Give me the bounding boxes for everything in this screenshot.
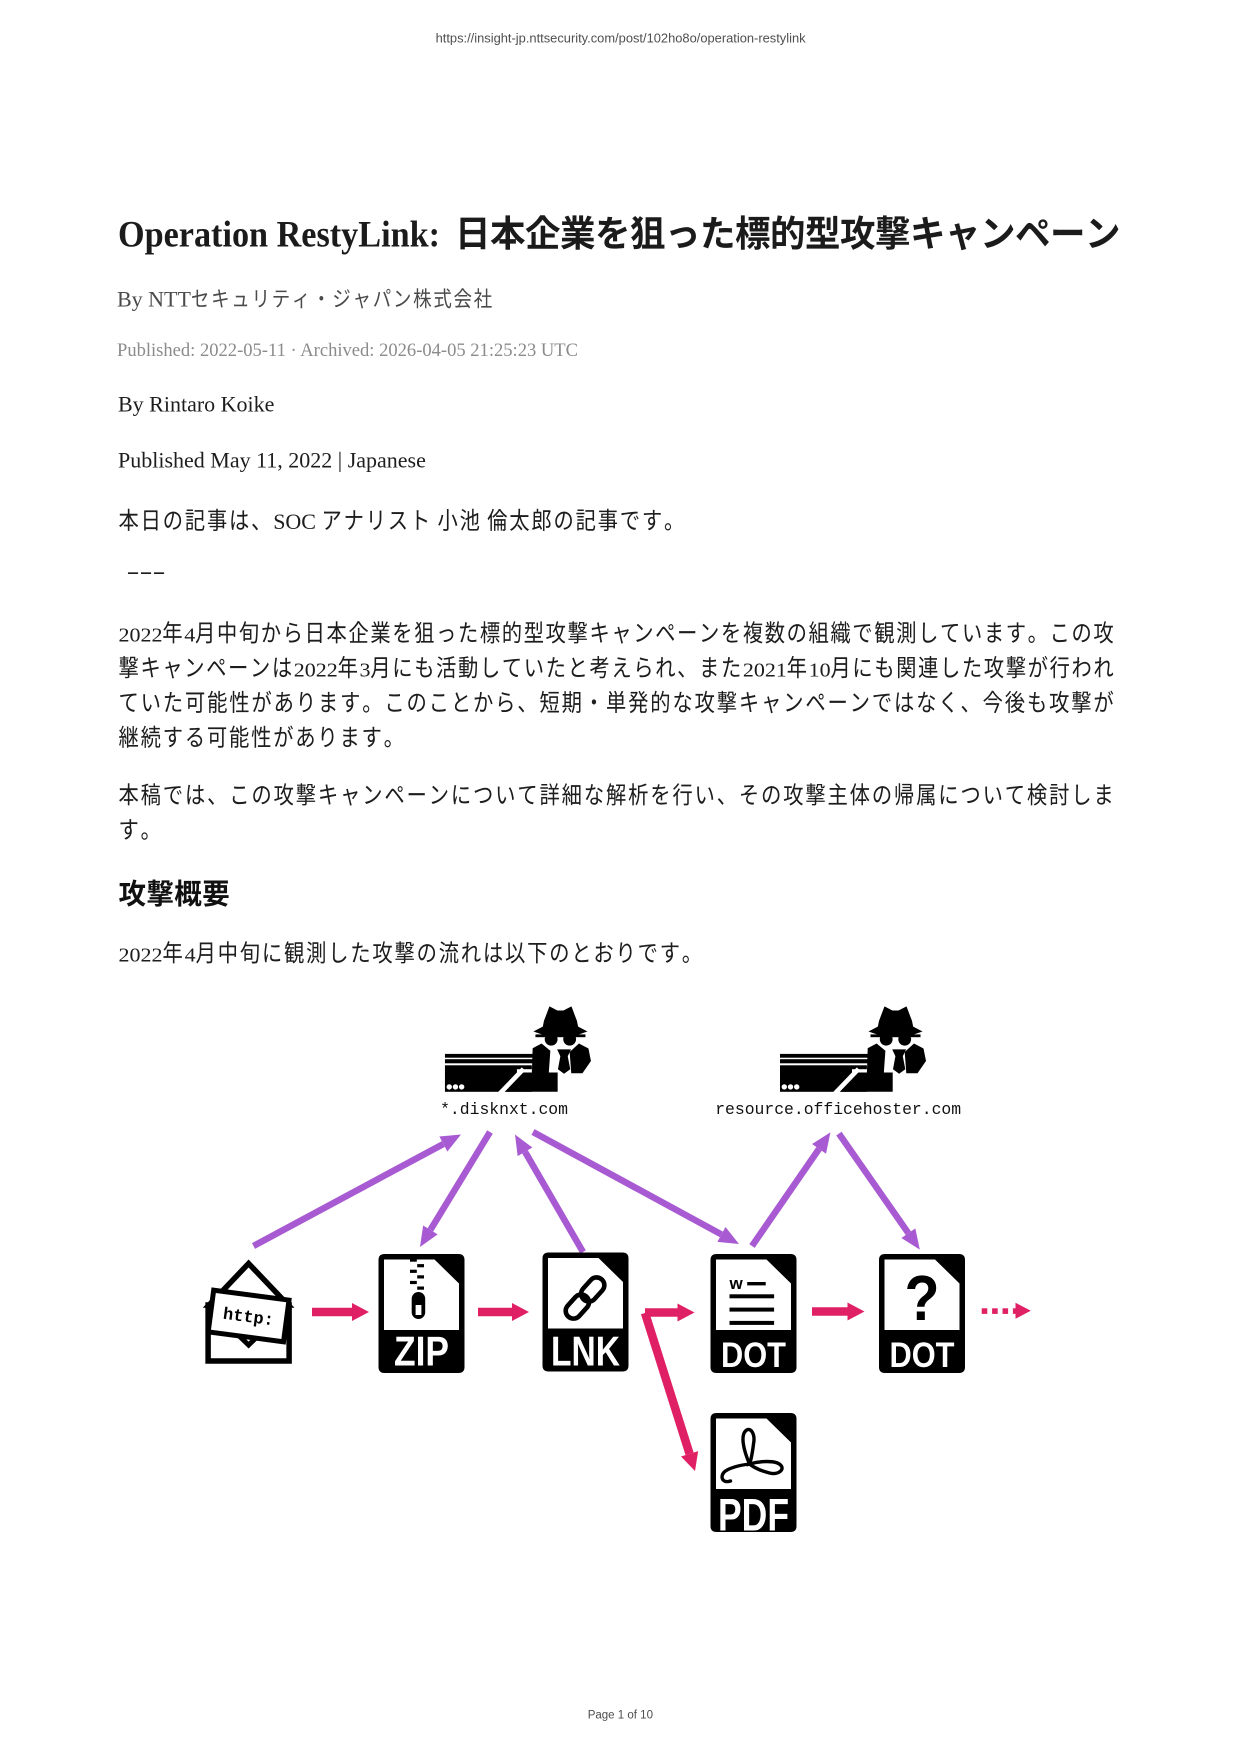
svg-text:Page 1 of 10: Page 1 of 10	[588, 1710, 653, 1722]
svg-text:---: ---	[127, 559, 166, 584]
svg-text:DOT: DOT	[890, 1336, 955, 1375]
svg-text:Operation RestyLink:: Operation RestyLink:	[118, 214, 440, 255]
svg-text:*.disknxt.com: *.disknxt.com	[440, 1100, 568, 1119]
svg-text:PDF: PDF	[718, 1490, 789, 1541]
svg-text:LNK: LNK	[551, 1328, 620, 1375]
svg-text:Published May 11, 2022 | Japan: Published May 11, 2022 | Japanese	[118, 448, 426, 473]
svg-text:4: 4	[185, 946, 196, 967]
svg-text:w: w	[729, 1274, 744, 1293]
svg-text:Published: 2022-05-11 · Archiv: Published: 2022-05-11 · Archived: 2026-0…	[117, 340, 578, 361]
svg-text:By Rintaro Koike: By Rintaro Koike	[118, 392, 274, 417]
svg-text:By NTT: By NTT	[117, 287, 192, 312]
svg-text:https://insight-jp.nttsecurity: https://insight-jp.nttsecurity.com/post/…	[436, 31, 807, 46]
svg-text:3: 3	[360, 660, 371, 681]
svg-text:?: ?	[905, 1262, 940, 1334]
svg-text:resource.officehoster.com: resource.officehoster.com	[715, 1100, 961, 1119]
svg-text:2022: 2022	[119, 626, 163, 647]
svg-text:10: 10	[809, 660, 831, 681]
svg-text:2022: 2022	[294, 660, 338, 681]
svg-text:2021: 2021	[743, 660, 787, 681]
svg-text:DOT: DOT	[721, 1336, 786, 1375]
svg-text:ZIP: ZIP	[394, 1328, 449, 1375]
svg-text:2022: 2022	[119, 946, 163, 967]
svg-text:4: 4	[184, 626, 195, 647]
svg-text:SOC: SOC	[273, 509, 316, 534]
